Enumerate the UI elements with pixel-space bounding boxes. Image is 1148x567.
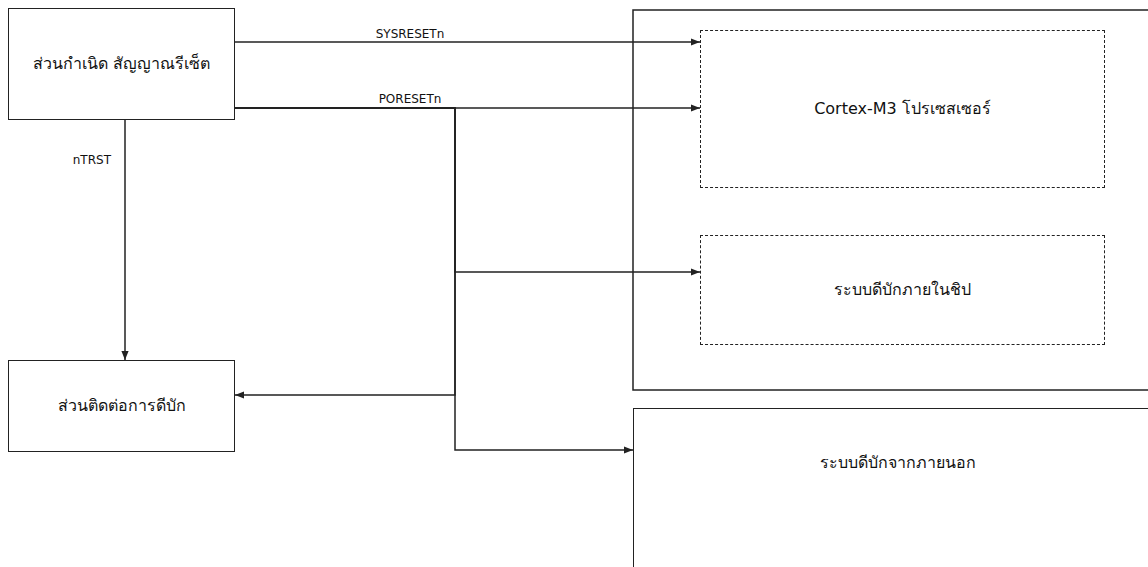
onchip-debug-box: ระบบดีบักภายในชิป [700, 235, 1105, 345]
signal-connector [235, 41, 700, 43]
node-label: Cortex-M3 โปรเซสเซอร์ [808, 98, 997, 120]
node-label: ส่วนกำเนิด สัญญาณรีเซ็ต [27, 53, 216, 75]
signal-name: SYSRESETn [373, 27, 448, 41]
signal-connector [235, 108, 633, 450]
signal-connector [235, 108, 455, 395]
chip-boundary [633, 10, 1148, 390]
processor-box: Cortex-M3 โปรเซสเซอร์ [700, 30, 1105, 188]
external-debug-box: ระบบดีบักจากภายนอก [633, 408, 1148, 567]
signal-connector [235, 108, 700, 272]
node-label: ระบบดีบักภายในชิป [828, 279, 977, 301]
node-label: ส่วนติดต่อการดีบัก [52, 395, 192, 417]
signal-name: PORESETn [376, 92, 445, 106]
node-label: ระบบดีบักจากภายนอก [814, 452, 982, 474]
signal-name: nTRST [70, 153, 114, 167]
signal-connector [124, 120, 126, 360]
reset-generator-box: ส่วนกำเนิด สัญญาณรีเซ็ต [8, 8, 235, 120]
debug-interface-box: ส่วนติดต่อการดีบัก [8, 360, 235, 452]
